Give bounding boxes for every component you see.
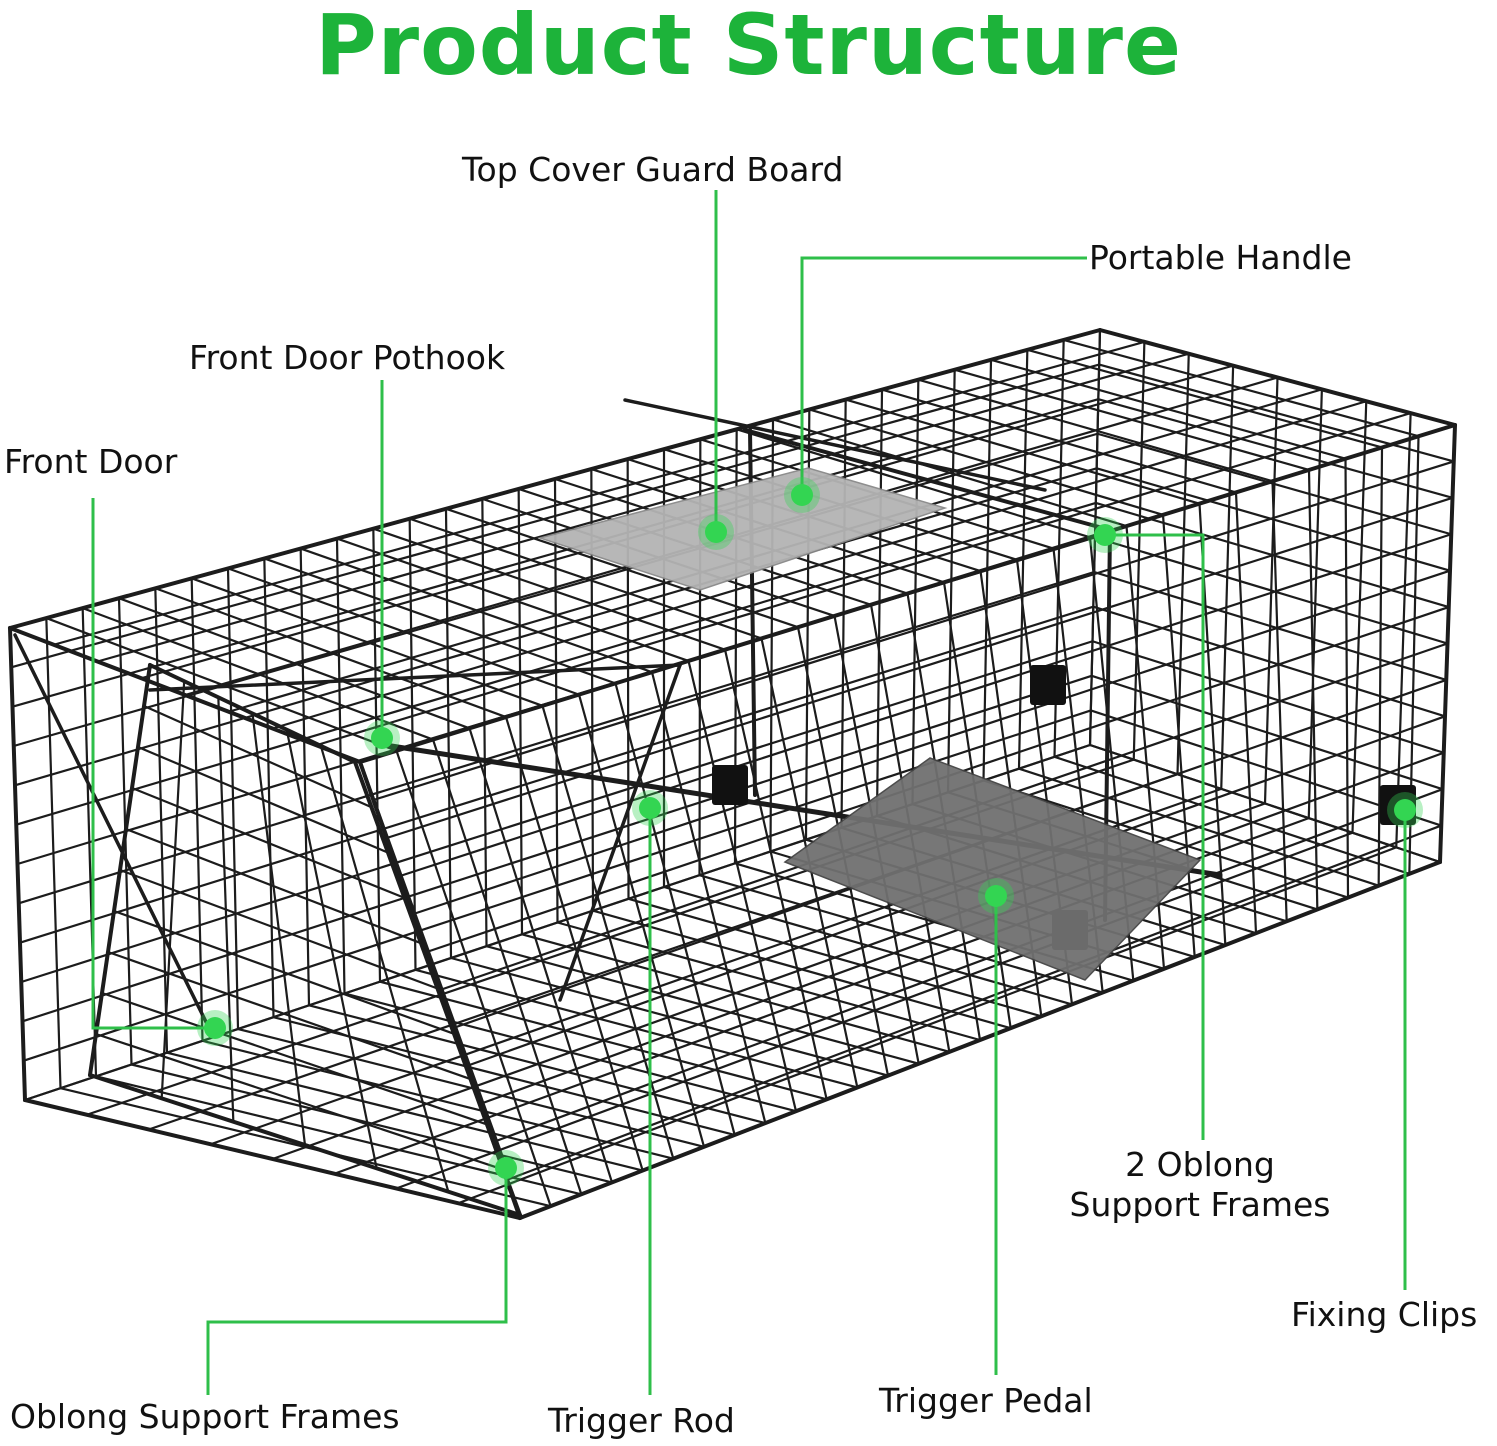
label-oblong-support-frames: Oblong Support Frames [10, 1397, 400, 1436]
callout-dot-two-oblong-support-frames [1094, 524, 1116, 546]
front-support-rail [558, 663, 682, 1002]
callout-dot-fixing-clips [1394, 799, 1416, 821]
callout-dot-oblong-support-frames [495, 1157, 517, 1179]
front-door-frame [353, 760, 522, 1217]
back-panel-wire [1094, 501, 1450, 609]
label-front-door: Front Door [4, 442, 178, 481]
callout-lines [91, 190, 1423, 1395]
label-fixing-clips: Fixing Clips [1291, 1295, 1478, 1334]
back-panel-wire [1093, 570, 1448, 682]
cage-frame-edge [1098, 328, 1457, 427]
front-support-leg [13, 633, 212, 1032]
callout-dot-front-door [204, 1017, 226, 1039]
rear-support-frame [743, 428, 1112, 532]
back-panel-wire [1097, 398, 1454, 499]
callout-dot-trigger-pedal [985, 885, 1007, 907]
front-door-panel-wire [130, 786, 406, 900]
far-side-panel-wire [11, 398, 1100, 708]
trigger-pedal-plate [783, 757, 1202, 981]
fixing-clip [1030, 665, 1066, 705]
top-panel-wire [96, 352, 1190, 663]
back-panel-wire [1093, 536, 1449, 645]
far-side-panel-wire [13, 467, 1098, 787]
cage-frame-edge [8, 328, 1102, 630]
callout-dot-top-cover-guard-board [705, 521, 727, 543]
front-support-rail [148, 663, 682, 692]
back-panel-wire [1090, 674, 1444, 791]
near-side-panel-wire [492, 788, 1444, 1144]
label-trigger-rod: Trigger Rod [548, 1401, 735, 1440]
near-side-panel-wire [505, 824, 1443, 1182]
front-door-panel-wire [100, 991, 489, 1126]
label-portable-handle: Portable Handle [1089, 238, 1352, 277]
front-door-panel-wire [136, 745, 390, 854]
label-top-cover-guard-board: Top Cover Guard Board [462, 150, 844, 189]
back-panel-wire [1088, 743, 1442, 864]
top-cover-guard-board [537, 467, 948, 591]
cage-frame-edge [358, 423, 1457, 764]
page-title: Product Structure [315, 0, 1182, 94]
front-door-frame [88, 1073, 522, 1217]
callout-line-front-door [91, 498, 215, 1030]
callout-dot-trigger-rod [639, 797, 661, 819]
front-door-panel-wire [112, 909, 456, 1035]
portable-handle-bar [623, 398, 1047, 492]
front-door-panel-wire [142, 704, 373, 809]
callout-dot-front-door-pothook [371, 727, 393, 749]
bottom-panel-wire [457, 846, 1398, 1205]
far-side-panel-wire [20, 640, 1094, 984]
front-door-panel-wire [106, 950, 472, 1081]
label-trigger-pedal: Trigger Pedal [879, 1381, 1093, 1420]
label-front-door-pothook: Front Door Pothook [189, 338, 506, 377]
callout-line-portable-handle [800, 256, 1087, 495]
cage-frame-edge [518, 860, 1442, 1220]
wire-cage [8, 328, 1457, 1220]
metal-plates [537, 467, 1202, 981]
callout-line-oblong-support-frames [206, 1168, 508, 1395]
back-panel-wire [1091, 640, 1445, 754]
callout-dot-portable-handle [791, 484, 813, 506]
front-door-panel-wire [118, 868, 439, 990]
far-side-panel-wire [21, 674, 1093, 1023]
top-panel-wire [52, 340, 1146, 646]
far-side-panel-wire [10, 363, 1101, 669]
front-door-panel-wire [124, 827, 423, 945]
bottom-panel-wire [395, 831, 1354, 1190]
front-door-frame [148, 663, 357, 764]
back-panel-wire [1092, 605, 1447, 718]
label-two-oblong-support-frames: 2 Oblong Support Frames [1040, 1145, 1360, 1225]
cage-frame-edge [1438, 423, 1457, 864]
label-two-oblong-line2: Support Frames [1069, 1185, 1331, 1224]
far-side-panel-wire [18, 605, 1095, 944]
front-support-leg [358, 760, 507, 1167]
back-panel-wire [1095, 467, 1452, 572]
far-side-panel-wire [12, 432, 1099, 748]
front-door-frame [88, 663, 152, 1077]
far-side-panel-wire [17, 570, 1096, 905]
near-side-panel-wire [385, 496, 1454, 840]
cage-frame-edge [8, 626, 27, 1102]
front-door-panel-wire [94, 1032, 505, 1171]
back-panel-wire [1096, 432, 1453, 536]
cage-frame-edge [8, 626, 362, 764]
cage-frame-edge [23, 1098, 522, 1220]
top-panel-wire [315, 412, 1412, 747]
fixing-clip [712, 765, 748, 805]
callout-line-two-oblong-support-frames [1105, 533, 1205, 1140]
label-two-oblong-line1: 2 Oblong [1125, 1145, 1275, 1184]
